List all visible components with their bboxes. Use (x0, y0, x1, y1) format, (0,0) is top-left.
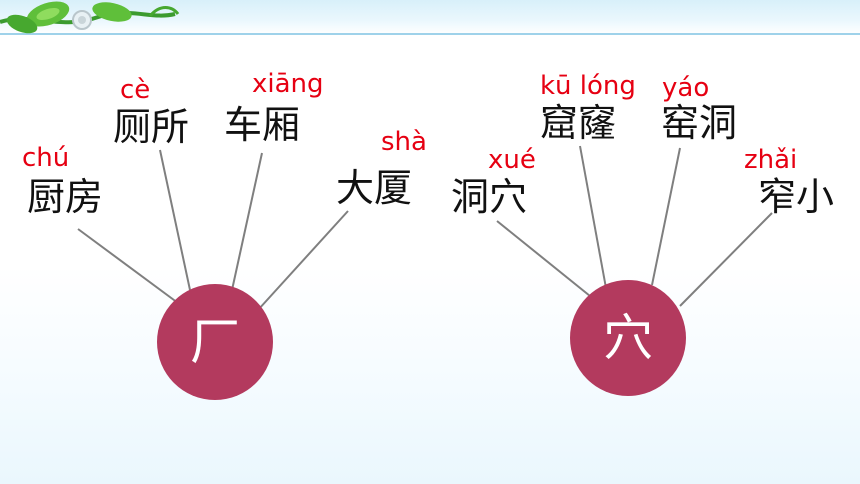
word-dasha: 大厦 (336, 166, 413, 210)
line-dasha (257, 210, 349, 311)
header-band (0, 0, 860, 34)
header-rule (0, 33, 860, 35)
radical-circle-xue: 穴 (570, 280, 686, 396)
line-yaodong (651, 147, 681, 286)
word-zhaixiao: 窄小 (758, 175, 835, 219)
word-chufang: 厨房 (27, 175, 104, 219)
radical-circle-chang: 厂 (157, 284, 273, 400)
vine-leaf-icon (0, 1, 180, 34)
line-chexiang (231, 152, 263, 291)
word-kulong: 窟窿 (540, 101, 617, 145)
pinyin-xue: xué (488, 145, 536, 175)
word-dongxue: 洞穴 (451, 175, 528, 219)
line-zhaixiao (679, 212, 773, 307)
line-cesuo (159, 149, 191, 291)
word-chexiang: 车厢 (224, 103, 301, 147)
word-cesuo: 厕所 (113, 105, 190, 149)
pinyin-chu: chú (22, 143, 70, 173)
line-chufang (77, 228, 179, 304)
line-kulong (579, 145, 607, 289)
pinyin-sha: shà (381, 127, 427, 157)
pinyin-xiang: xiāng (252, 69, 324, 99)
pinyin-ce: cè (120, 75, 151, 105)
word-yaodong: 窑洞 (661, 101, 738, 145)
pinyin-kulong: kū lóng (540, 71, 636, 101)
pinyin-zhai: zhǎi (744, 145, 798, 175)
line-dongxue (496, 220, 591, 297)
pinyin-yao: yáo (662, 73, 710, 103)
